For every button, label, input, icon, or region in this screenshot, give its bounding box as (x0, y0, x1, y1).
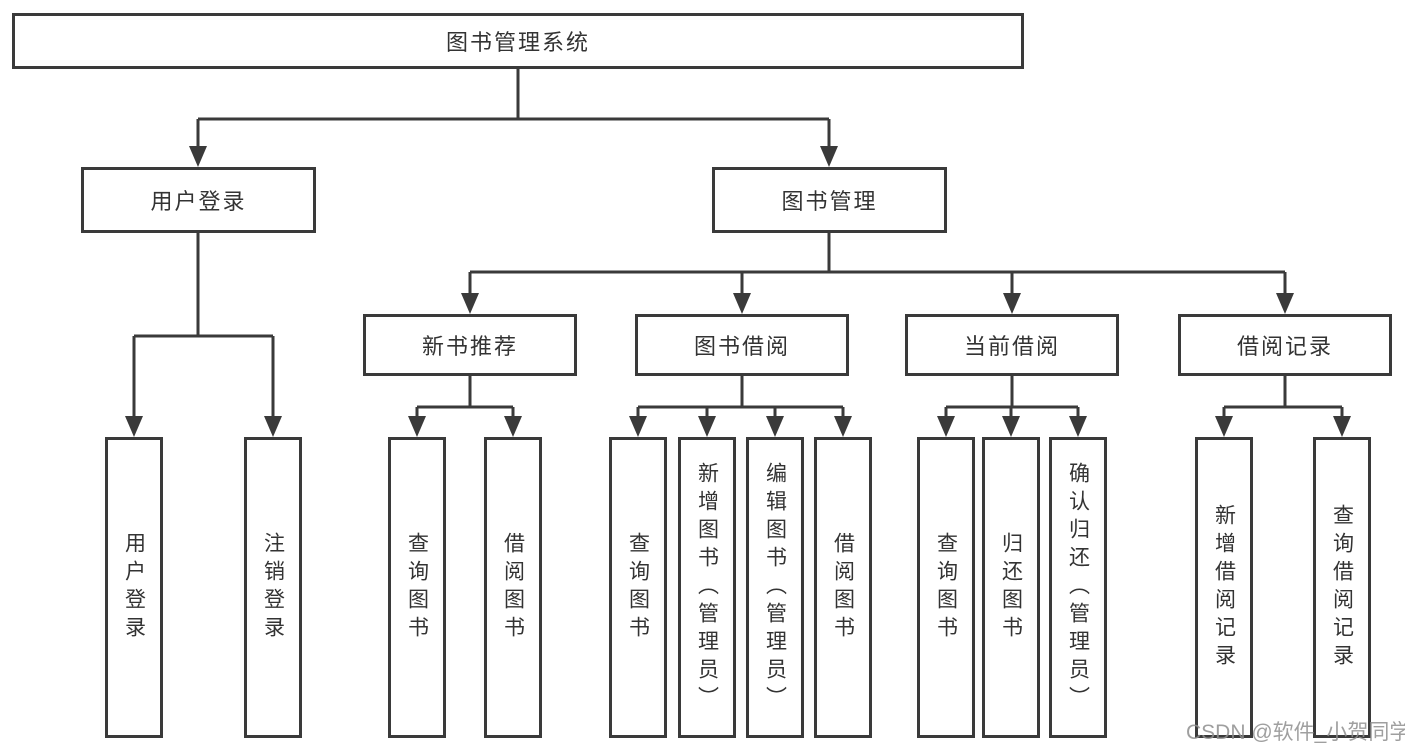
leaf-bb-query-book-label: 查询图书 (626, 531, 650, 644)
arrowhead-icon (504, 416, 522, 437)
arrowhead-icon (1003, 293, 1021, 314)
leaf-cb-query-book: 查询图书 (917, 437, 975, 738)
arrowhead-icon (629, 416, 647, 437)
leaf-br-add-record-label: 新增借阅记录 (1212, 503, 1236, 672)
node-current-borrowing-label: 当前借阅 (963, 334, 1060, 359)
leaf-bb-add-book-admin: 新增图书（管理员） (678, 437, 736, 738)
arrowhead-icon (189, 146, 207, 167)
connector-path (132, 69, 1344, 418)
leaf-bb-query-book: 查询图书 (609, 437, 667, 738)
leaf-nb-borrow-book: 借阅图书 (484, 437, 542, 738)
arrowhead-icon (1002, 416, 1020, 437)
node-new-book-recommend: 新书推荐 (363, 314, 577, 376)
arrowhead-icon (1215, 416, 1233, 437)
arrowhead-icon (408, 416, 426, 437)
arrowhead-icon (834, 416, 852, 437)
leaf-nb-query-book: 查询图书 (388, 437, 446, 738)
watermark: CSDN @软件_小贺同学 (1186, 721, 1405, 744)
root-node-label: 图书管理系统 (445, 30, 590, 55)
leaf-cb-confirm-return-admin-label: 确认归还（管理员） (1066, 461, 1090, 714)
node-borrowing-records: 借阅记录 (1178, 314, 1392, 376)
arrowhead-icon (937, 416, 955, 437)
leaf-cb-return-book-label: 归还图书 (999, 531, 1023, 644)
node-new-book-recommend-label: 新书推荐 (421, 334, 518, 359)
arrowhead-icon (766, 416, 784, 437)
arrowhead-icon (1333, 416, 1351, 437)
node-user-login-label: 用户登录 (150, 189, 247, 214)
node-book-borrowing-label: 图书借阅 (693, 334, 790, 359)
leaf-user-login: 用户登录 (105, 437, 163, 738)
leaf-bb-edit-book-admin: 编辑图书（管理员） (746, 437, 804, 738)
leaf-br-add-record: 新增借阅记录 (1195, 437, 1253, 738)
leaf-br-query-record-label: 查询借阅记录 (1330, 503, 1354, 672)
root-node-library-system: 图书管理系统 (12, 13, 1024, 69)
leaf-bb-add-book-admin-label: 新增图书（管理员） (695, 461, 719, 714)
leaf-bb-borrow-book-label: 借阅图书 (831, 531, 855, 644)
arrowhead-icon (461, 293, 479, 314)
leaf-user-login-label: 用户登录 (122, 531, 146, 644)
leaf-bb-edit-book-admin-label: 编辑图书（管理员） (763, 461, 787, 714)
leaf-logout-label: 注销登录 (261, 531, 285, 644)
leaf-br-query-record: 查询借阅记录 (1313, 437, 1371, 738)
leaf-cb-return-book: 归还图书 (982, 437, 1040, 738)
leaf-cb-query-book-label: 查询图书 (934, 531, 958, 644)
node-borrowing-records-label: 借阅记录 (1236, 334, 1333, 359)
node-current-borrowing: 当前借阅 (905, 314, 1119, 376)
arrowhead-icon (820, 146, 838, 167)
arrowhead-icon (125, 416, 143, 437)
node-user-login: 用户登录 (81, 167, 316, 233)
arrowhead-icon (1069, 416, 1087, 437)
leaf-cb-confirm-return-admin: 确认归还（管理员） (1049, 437, 1107, 738)
leaf-bb-borrow-book: 借阅图书 (814, 437, 872, 738)
arrowhead-icon (264, 416, 282, 437)
arrowhead-icon (1276, 293, 1294, 314)
arrowhead-icon (698, 416, 716, 437)
node-book-borrowing: 图书借阅 (635, 314, 849, 376)
leaf-logout: 注销登录 (244, 437, 302, 738)
arrowheads (125, 146, 1351, 437)
node-book-management: 图书管理 (712, 167, 947, 233)
node-book-management-label: 图书管理 (781, 189, 878, 214)
arrowhead-icon (733, 293, 751, 314)
leaf-nb-query-book-label: 查询图书 (405, 531, 429, 644)
leaf-nb-borrow-book-label: 借阅图书 (501, 531, 525, 644)
